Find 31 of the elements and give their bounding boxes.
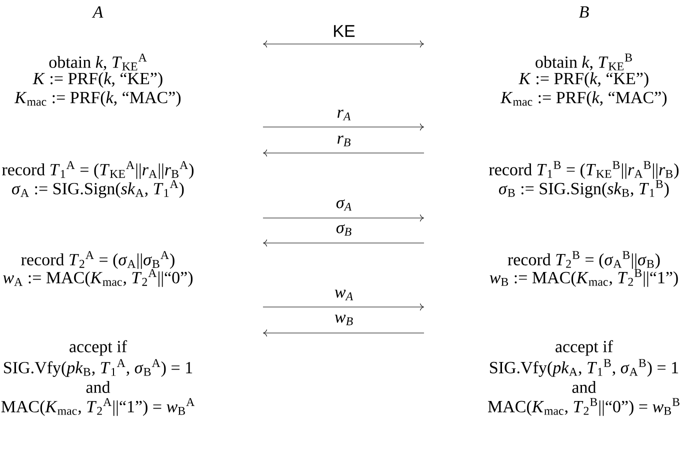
message-label: r$_{B}$	[338, 136, 350, 146]
message-label: w$_{A}$	[334, 290, 354, 300]
protocol-step-text: and	[86, 381, 110, 393]
protocol-step-text: and	[572, 381, 596, 393]
protocol-step-text: record T$_{2}$$^{B}$ = (σ$_{A}$$^{B}$||σ$_{B}$)	[508, 251, 660, 269]
message-label: w$_{B}$	[334, 314, 353, 326]
party-name: B	[578, 6, 589, 18]
message-label: σ$_{B}$	[336, 224, 352, 236]
message-label: KE	[334, 25, 355, 37]
protocol-step-text: record T$_{1}$$^{B}$ = (T$_{KE}$$^{B}$||r$_{A}$$^{B}$||r$_{B}$)	[489, 161, 679, 179]
protocol-step-text: obtain k, T$_{KE}$A	[49, 54, 147, 70]
protocol-step-text: K$_{mac}$ := PRF(k, “MAC”)	[14, 91, 181, 107]
protocol-step-text: K$_{mac}$ := PRF(k, “MAC”)	[500, 91, 667, 107]
protocol-step-text: record T$_{2}$$^{A}$ = (σ$_{A}$||σ$_{B}$$^{A}$)	[21, 251, 174, 269]
party-name: A	[92, 6, 104, 18]
protocol-step-text: w$_{B}$ := MAC(K$_{mac}$, T$_{2}$$^{B}$||“1”)	[490, 269, 678, 287]
protocol-step-text: MAC(K$_{mac}$, T$_{2}$$^{B}$||“0”) = w$_{B}$B	[488, 398, 680, 416]
protocol-step-text: K := PRF(k, “KE”)	[32, 72, 162, 88]
protocol-step-text: SIG.Vfy(pk$_{A}$, T$_{1}$$^{B}$, σ$_{A}$$^{B}$) = 1	[490, 359, 678, 377]
message-label: r$_{A}$	[338, 110, 351, 120]
protocol-step-text: SIG.Vfy(pk$_{B}$, T$_{1}$$^{A}$, σ$_{B}$$^{A}$) = 1	[4, 359, 192, 377]
protocol-step-text: accept if	[70, 340, 128, 356]
protocol-step-text: σ$_{B}$ := SIG.Sign(sk$_{B}$, T$_{1}$$^{B}$)	[499, 180, 669, 198]
protocol-step-text: MAC(K$_{mac}$, T$_{2}$$^{A}$||“1”) = w$_{B}$A	[1, 398, 195, 416]
protocol-step-text: obtain k, T$_{KE}$B	[536, 54, 632, 70]
message-label: σ$_{A}$	[336, 199, 352, 211]
protocol-step-text: K := PRF(k, “KE”)	[518, 72, 648, 88]
protocol-step-text: record T$_{1}$$^{A}$ = (T$_{KE}$$^{A}$||r$_{A}$||r$_{B}$$^{A}$)	[2, 161, 194, 179]
protocol-step-text: w$_{A}$ := MAC(K$_{mac}$, T$_{2}$$^{A}$||“0”)	[3, 269, 193, 287]
protocol-step-text: accept if	[556, 340, 614, 356]
protocol-step-text: σ$_{A}$ := SIG.Sign(sk$_{A}$, T$_{1}$$^{A}$)	[12, 180, 184, 198]
